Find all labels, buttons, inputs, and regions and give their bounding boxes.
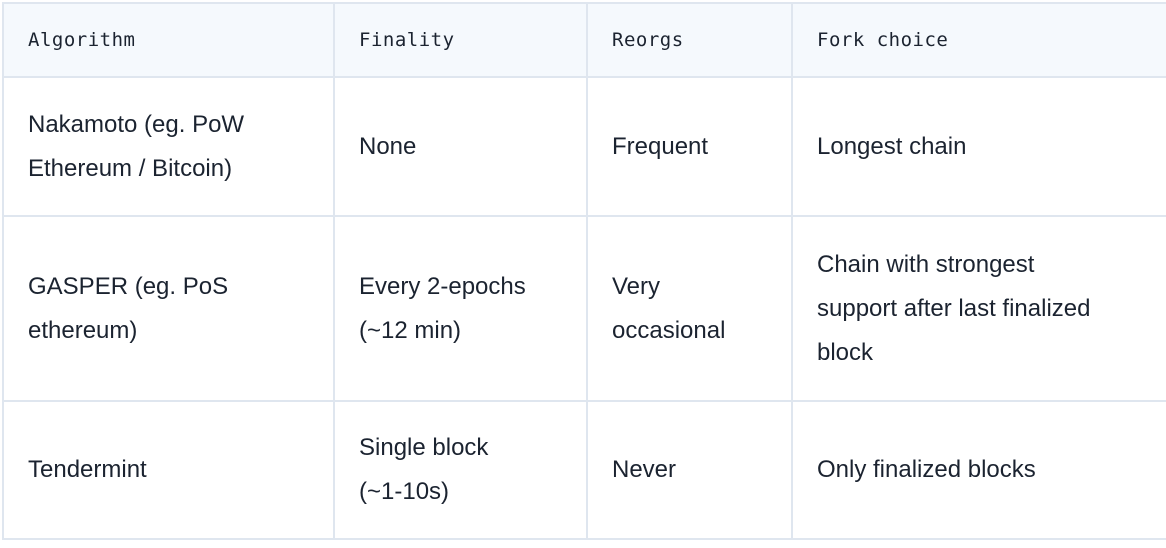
cell-line: ethereum) xyxy=(28,316,138,344)
cell-finality: Single block (~1-10s) xyxy=(333,400,588,540)
cell-line: support after last finalized xyxy=(817,294,1091,322)
cell-line: block xyxy=(817,338,874,366)
table-row: Tendermint Single block (~1-10s) Never O… xyxy=(2,400,1166,540)
cell-line: Only finalized blocks xyxy=(817,456,1036,483)
cell-algorithm: Nakamoto (eg. PoW Ethereum / Bitcoin) xyxy=(2,76,335,217)
cell-reorgs: Very occasional xyxy=(586,215,793,402)
cell-line: occasional xyxy=(612,316,726,344)
cell-finality: None xyxy=(333,76,588,217)
cell-line: Ethereum / Bitcoin) xyxy=(28,154,233,182)
header-algorithm: Algorithm xyxy=(2,2,335,78)
cell-fork-choice: Chain with strongest support after last … xyxy=(791,215,1166,402)
cell-line: GASPER (eg. PoS xyxy=(28,272,229,300)
cell-line: Frequent xyxy=(612,132,709,160)
cell-line: (~12 min) xyxy=(359,316,462,344)
table-header-row: Algorithm Finality Reorgs Fork choice xyxy=(2,2,1166,78)
cell-reorgs: Never xyxy=(586,400,793,540)
cell-line: Longest chain xyxy=(817,132,967,160)
cell-fork-choice: Only finalized blocks xyxy=(791,400,1166,540)
cell-line: Nakamoto (eg. PoW xyxy=(28,110,245,138)
cell-finality: Every 2-epochs (~12 min) xyxy=(333,215,588,402)
table-row: GASPER (eg. PoS ethereum) Every 2-epochs… xyxy=(2,215,1166,402)
cell-algorithm: GASPER (eg. PoS ethereum) xyxy=(2,215,335,402)
cell-line: (~1-10s) xyxy=(359,478,450,505)
cell-line: Never xyxy=(612,456,677,483)
cell-line: Very xyxy=(612,272,661,300)
header-finality: Finality xyxy=(333,2,588,78)
cell-line: None xyxy=(359,132,417,160)
table-row: Nakamoto (eg. PoW Ethereum / Bitcoin) No… xyxy=(2,76,1166,217)
cell-line: Every 2-epochs xyxy=(359,272,526,300)
cell-line: Chain with strongest xyxy=(817,250,1035,278)
cell-reorgs: Frequent xyxy=(586,76,793,217)
cell-algorithm: Tendermint xyxy=(2,400,335,540)
header-fork-choice: Fork choice xyxy=(791,2,1166,78)
cell-line: Single block xyxy=(359,434,489,461)
header-reorgs: Reorgs xyxy=(586,2,793,78)
cell-fork-choice: Longest chain xyxy=(791,76,1166,217)
cell-line: Tendermint xyxy=(28,456,147,483)
